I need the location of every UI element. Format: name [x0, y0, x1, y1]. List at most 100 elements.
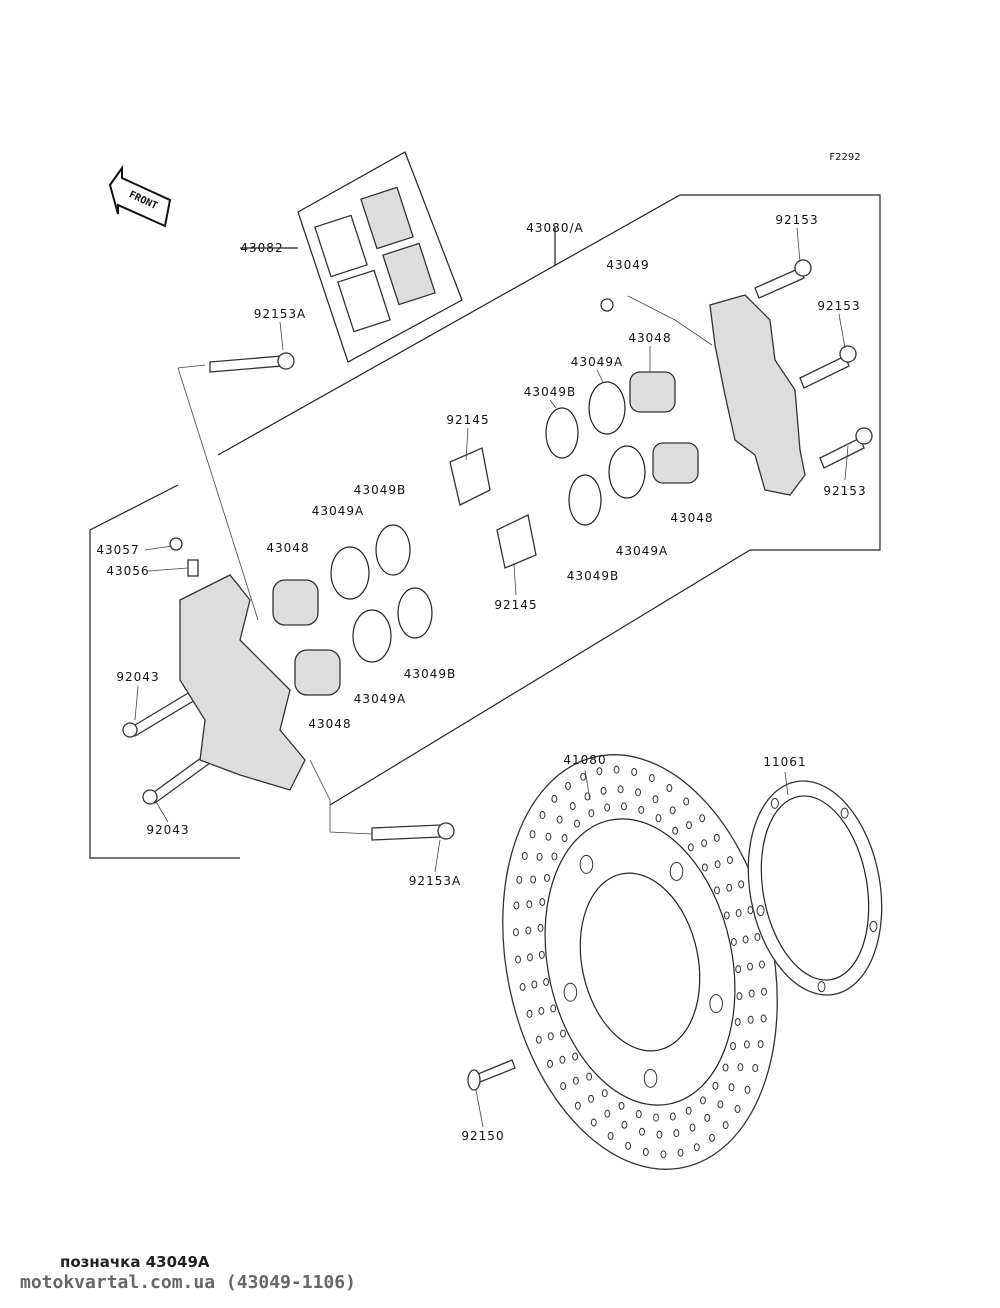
disc-vent-hole — [652, 795, 659, 804]
part-label: 92153 — [823, 484, 866, 498]
part-label: 92145 — [494, 598, 537, 612]
gasket — [747, 780, 883, 996]
disc-vent-hole — [574, 1101, 581, 1110]
disc-mount-hole — [579, 854, 594, 874]
disc-vent-hole — [699, 814, 706, 823]
part-label: 92150 — [461, 1129, 504, 1143]
disc-vent-hole — [639, 1127, 645, 1136]
disc-vent-hole — [590, 1118, 597, 1127]
disc-vent-hole — [560, 1082, 567, 1091]
front-arrow-icon: FRONT — [108, 164, 172, 228]
disc-vent-hole — [638, 805, 645, 814]
figure-code: F2292 — [829, 152, 860, 163]
disc-vent-hole — [722, 1121, 729, 1130]
disc-vent-hole — [754, 933, 761, 942]
part-label: 43049B — [567, 569, 619, 583]
part-label: 92153A — [254, 307, 306, 321]
disc-vent-hole — [545, 832, 552, 841]
disc-vent-hole — [761, 987, 767, 996]
part-label: 92145 — [446, 413, 489, 427]
disc-vent-hole — [547, 1032, 554, 1041]
disc-vent-hole — [726, 856, 733, 865]
part-label: 43080/A — [526, 221, 583, 235]
disc-vent-hole — [700, 1096, 706, 1105]
disc-vent-hole — [543, 977, 550, 986]
disc-vent-hole — [530, 875, 537, 884]
disc-vent-hole — [607, 1131, 614, 1140]
gasket-bolt-hole — [817, 981, 826, 993]
disc-vent-hole — [693, 1143, 700, 1152]
part-label: 92043 — [146, 823, 189, 837]
disc-vent-hole — [743, 1040, 750, 1049]
disc-vent-hole — [666, 784, 673, 793]
disc-vent-hole — [717, 1100, 724, 1109]
disc-vent-hole — [759, 960, 765, 969]
disc-vent-hole — [712, 1081, 719, 1090]
disc-vent-hole — [747, 1015, 754, 1024]
assembly-frame — [89, 194, 881, 859]
disc-vent-hole — [556, 815, 563, 824]
disc-vent-hole — [538, 950, 545, 959]
disc-vent-hole — [550, 1004, 557, 1013]
gasket-bolt-hole — [840, 807, 849, 819]
disc-vent-hole — [730, 938, 737, 947]
disc-vent-hole — [735, 909, 742, 918]
disc-vent-hole — [539, 811, 546, 820]
gasket-bolt-hole — [770, 797, 779, 809]
disc-vent-hole — [677, 1148, 684, 1157]
site-watermark: motokvartal.com.ua (43049-1106) — [20, 1272, 356, 1293]
disc-vent-hole — [701, 863, 708, 872]
disc-vent-hole — [672, 826, 679, 835]
gasket-bolt-hole — [869, 920, 878, 932]
part-label: 43049B — [354, 483, 406, 497]
disc-vent-hole — [722, 1063, 729, 1072]
disc-vent-hole — [604, 803, 611, 812]
disc-vent-hole — [539, 898, 546, 907]
disc-mount-hole — [643, 1068, 658, 1088]
part-label: 43049A — [616, 544, 668, 558]
disc-vent-hole — [685, 1106, 692, 1115]
disc-vent-hole — [734, 1017, 741, 1026]
pistons — [272, 371, 699, 696]
disc-vent-hole — [642, 1148, 649, 1157]
disc-vent-hole — [635, 788, 641, 797]
right-caliper — [709, 294, 806, 496]
part-label: 43056 — [106, 564, 149, 578]
disc-vent-hole — [516, 875, 523, 884]
disc-vent-hole — [621, 1120, 628, 1129]
disc-vent-hole — [526, 900, 533, 909]
disc-vent-hole — [586, 1072, 593, 1081]
disc-vent-hole — [572, 1052, 579, 1061]
disc-vent-hole — [547, 1059, 554, 1068]
disc-vent-hole — [673, 1129, 680, 1138]
disc-vent-hole — [613, 765, 620, 774]
part-caption: позначка 43049A — [60, 1253, 210, 1271]
disc-vent-hole — [544, 873, 550, 882]
part-label: 43082 — [240, 241, 283, 255]
disc-vent-hole — [521, 851, 528, 860]
disc-mount-hole — [563, 982, 578, 1002]
disc-vent-hole — [519, 982, 526, 991]
disc-mount-hole — [709, 994, 723, 1014]
disc-vent-hole — [625, 1141, 632, 1150]
disc-vent-hole — [723, 911, 730, 920]
disc-vent-hole — [735, 965, 742, 974]
disc-vent-hole — [588, 809, 595, 818]
disc-vent-hole — [574, 819, 580, 828]
disc-vent-hole — [600, 786, 607, 795]
disc-vent-hole — [660, 1150, 667, 1159]
part-label: 43048 — [266, 541, 309, 555]
disc-vent-hole — [617, 785, 624, 794]
disc-vent-hole — [653, 1113, 659, 1122]
disc-vent-hole — [529, 830, 536, 839]
disc-vent-hole — [513, 928, 519, 937]
disc-vent-hole — [655, 814, 662, 823]
left-caliper — [179, 574, 306, 791]
disc-vent-hole — [580, 772, 587, 781]
part-label: 11061 — [763, 755, 806, 769]
disc-vent-hole — [551, 852, 558, 861]
part-label: 43048 — [670, 511, 713, 525]
disc-vent-hole — [734, 1104, 741, 1113]
part-label: 92043 — [116, 670, 159, 684]
